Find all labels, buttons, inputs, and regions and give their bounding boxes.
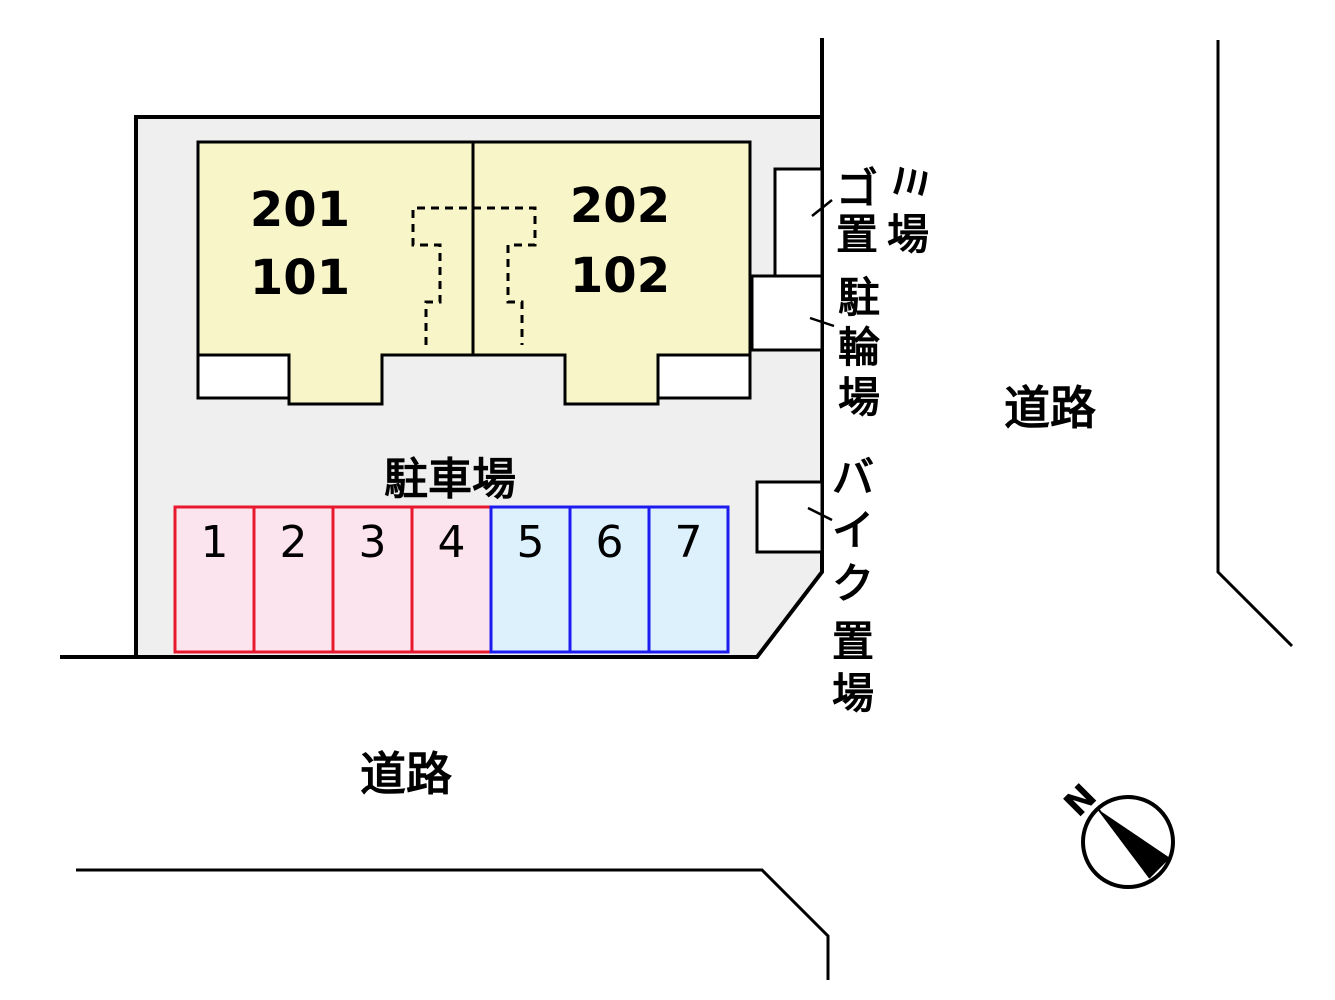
garbage-label-char-4: 場 [887, 210, 929, 259]
building-porch-right [656, 353, 752, 400]
unit-202-label: 202 [570, 178, 670, 234]
parking-slot-number-1: 1 [201, 517, 229, 568]
parking-slot-number-6: 6 [596, 517, 624, 568]
bike-label-char-2: イ [832, 506, 874, 555]
road-edge-bottom-lower [76, 868, 830, 980]
road-edge-right-outer [1216, 40, 1294, 648]
parking-slot-5 [489, 505, 572, 654]
bicycle-label-char-3: 場 [838, 373, 880, 422]
parking-slot-6 [568, 505, 651, 654]
parking-slot-number-5: 5 [517, 517, 545, 568]
road-label-right: 道路 [1004, 381, 1097, 435]
parking-slot-number-7: 7 [675, 517, 703, 568]
bike-parking-box [755, 480, 824, 554]
bike-leader-line [807, 506, 833, 522]
bicycle-label-char-1: 駐 [838, 273, 880, 322]
unit-102-label: 102 [570, 248, 670, 304]
parking-slot-2 [252, 505, 335, 654]
garbage-area-box [773, 167, 824, 278]
compass: N [1056, 776, 1175, 889]
unit-101-label: 101 [250, 250, 350, 306]
parking-label: 駐車場 [384, 454, 516, 505]
garbage-label-char-3: 置 [836, 210, 878, 259]
compass-needle-line [1098, 809, 1151, 879]
bike-label-char-4: 置 [832, 617, 874, 666]
building-porch-left [196, 353, 291, 400]
bicycle-leader-line [809, 316, 835, 328]
parking-slot-7 [647, 505, 730, 654]
garbage-label-char-2: ミ [885, 161, 934, 203]
parking-slot-number-3: 3 [359, 517, 387, 568]
garbage-leader-line [811, 199, 833, 217]
compass-needle-icon [1099, 810, 1170, 878]
bike-label-char-1: バ [832, 453, 874, 502]
bike-label-char-3: ク [832, 559, 874, 608]
parking-slot-4 [410, 505, 493, 654]
parking-slot-number-4: 4 [438, 517, 466, 568]
garbage-label-char-1: ゴ [836, 164, 878, 213]
road-label-bottom: 道路 [360, 747, 453, 801]
parking-slot-3 [331, 505, 414, 654]
bike-label-char-5: 場 [832, 669, 874, 718]
bicycle-label-char-2: 輪 [838, 323, 880, 372]
stair-outline-right [473, 206, 537, 345]
stair-outline-left [411, 206, 473, 345]
parking-slot-number-2: 2 [280, 517, 308, 568]
unit-201-label: 201 [250, 182, 350, 238]
bicycle-parking-box [750, 274, 824, 352]
